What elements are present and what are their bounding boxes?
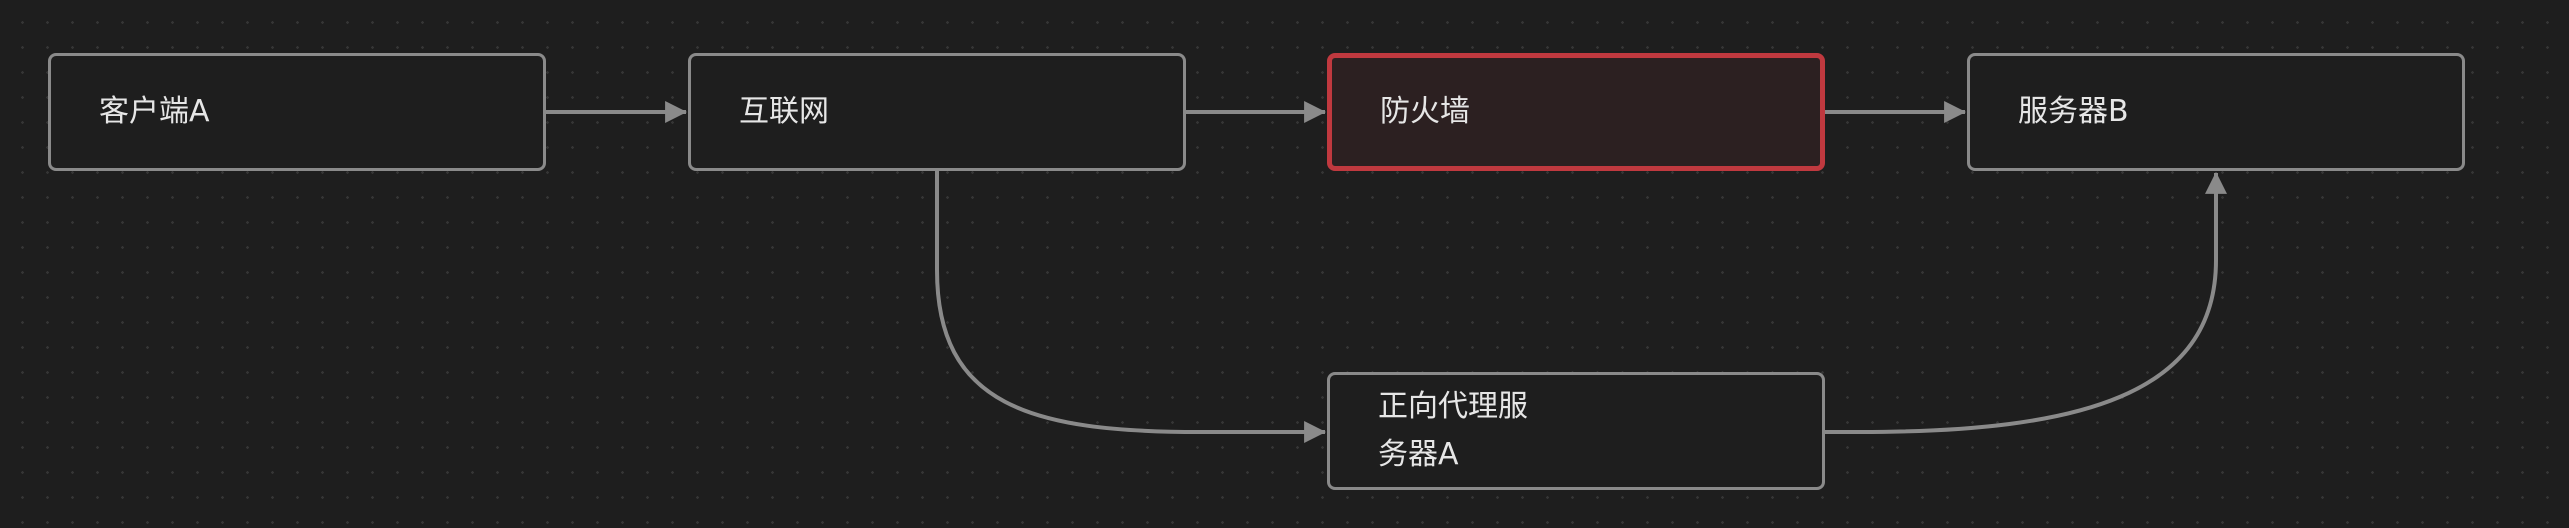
node-client-a[interactable]: 客户端A	[48, 53, 546, 171]
node-server-b-label: 服务器B	[2018, 94, 2129, 129]
edge-proxy-a-to-server-b[interactable]	[1825, 171, 2227, 434]
node-server-b[interactable]: 服务器B	[1967, 53, 2465, 171]
node-proxy-a-label: 正向代理服务器A	[1378, 389, 1528, 472]
node-internet[interactable]: 互联网	[688, 53, 1186, 171]
node-internet-label: 互联网	[739, 94, 829, 129]
node-firewall[interactable]: 防火墙	[1327, 53, 1825, 171]
edge-internet-to-proxy-a[interactable]	[935, 171, 1327, 443]
node-client-a-label: 客户端A	[99, 94, 210, 129]
node-proxy-a[interactable]: 正向代理服务器A	[1327, 372, 1825, 490]
node-firewall-label: 防火墙	[1380, 94, 1470, 129]
